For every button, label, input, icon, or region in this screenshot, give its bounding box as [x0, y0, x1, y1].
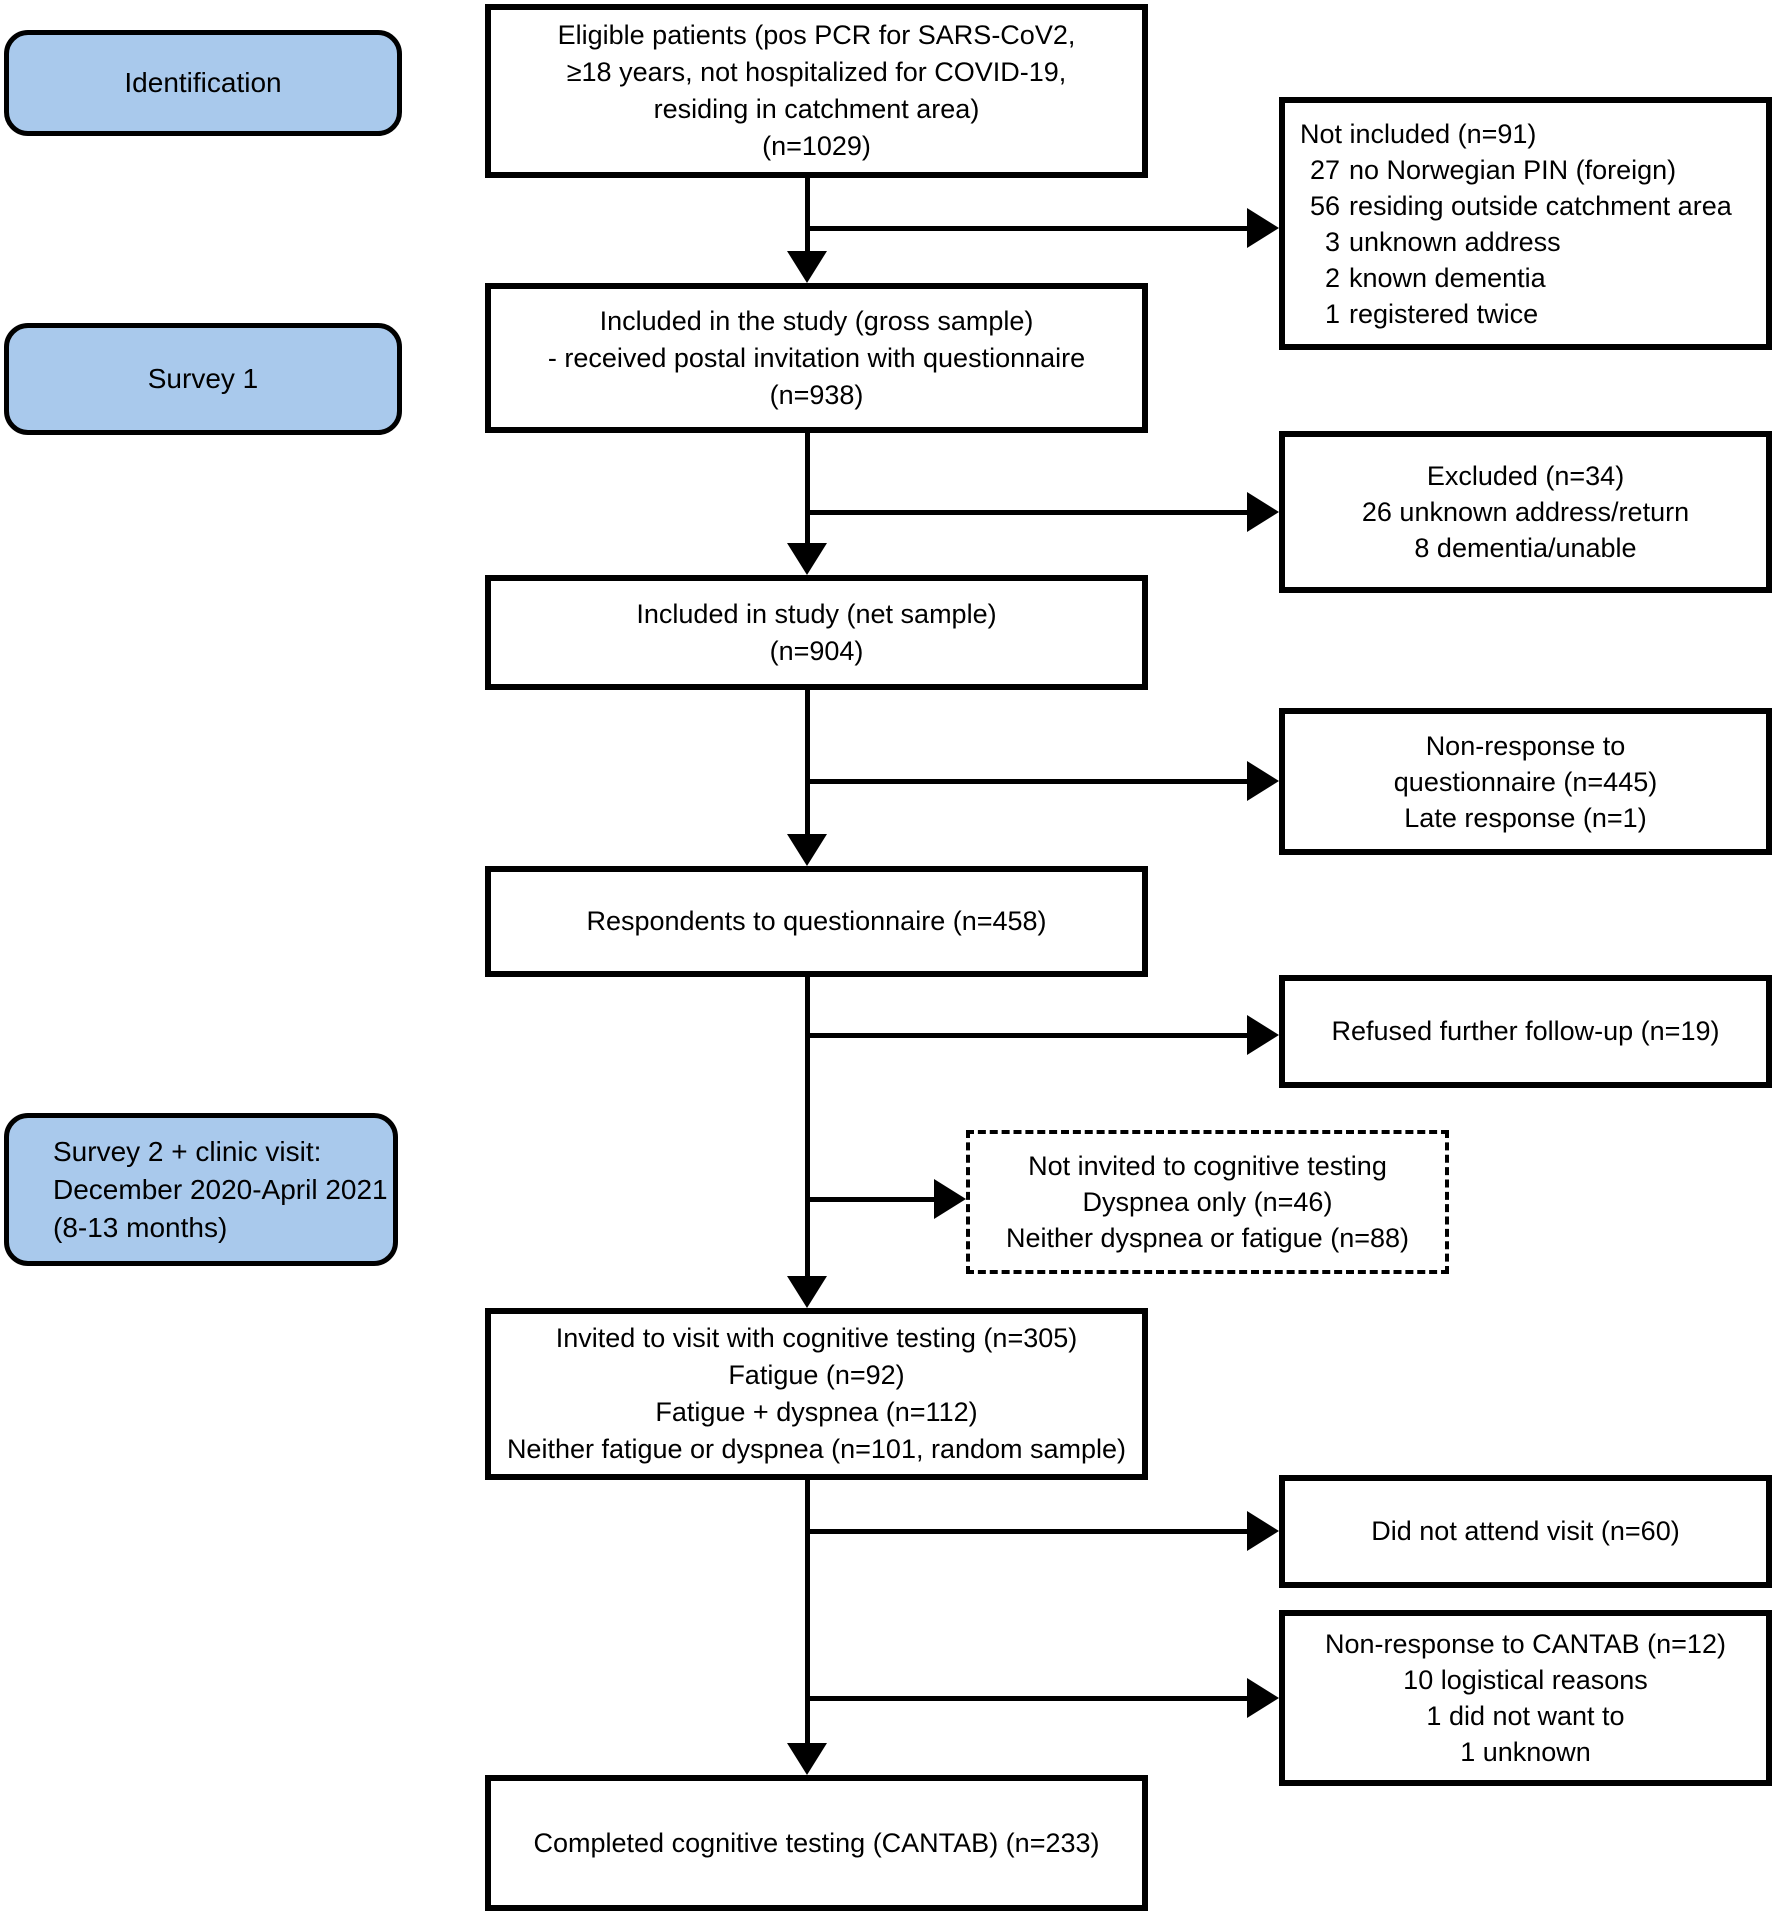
box-completed-cantab: Completed cognitive testing (CANTAB) (n=… — [485, 1775, 1148, 1911]
arrowhead-down-net — [787, 543, 827, 575]
text-line: (n=904) — [769, 635, 864, 666]
branch-not-invited — [805, 1197, 936, 1202]
text-line: Neither fatigue or dyspnea (n=101, rando… — [506, 1434, 1127, 1464]
text-line: Late response (n=1) — [1404, 802, 1647, 833]
box-not-included: Not included (n=91) 27 no Norwegian PIN … — [1279, 97, 1772, 350]
arrowhead-right-not-invited — [934, 1179, 966, 1219]
connector-eligible-to-gross — [805, 178, 810, 256]
list-item: 2 known dementia — [1300, 260, 1546, 296]
stage-survey2-line: Survey 2 + clinic visit: — [53, 1135, 322, 1167]
text-line: Refused further follow-up (n=19) — [1331, 1016, 1720, 1046]
box-respondents: Respondents to questionnaire (n=458) — [485, 866, 1148, 977]
box-invited-cognitive-testing: Invited to visit with cognitive testing … — [485, 1308, 1148, 1480]
arrowhead-down-respondents — [787, 834, 827, 866]
list-item: 1 registered twice — [1300, 296, 1538, 332]
box-eligible-patients: Eligible patients (pos PCR for SARS-CoV2… — [485, 4, 1148, 178]
stage-identification-label: Identification — [124, 67, 282, 98]
text-line: Did not attend visit (n=60) — [1371, 1516, 1680, 1546]
text-line: Not invited to cognitive testing — [1028, 1151, 1387, 1181]
text-line: Invited to visit with cognitive testing … — [555, 1323, 1078, 1353]
box-did-not-attend: Did not attend visit (n=60) — [1279, 1475, 1772, 1588]
branch-refused — [805, 1033, 1249, 1038]
text-line: residing in catchment area) — [653, 94, 980, 124]
list-item: 56 residing outside catchment area — [1300, 188, 1732, 224]
text-line: Non-response to — [1425, 730, 1626, 761]
item-count: 56 — [1309, 190, 1340, 221]
arrowhead-right-non-response-questionnaire — [1247, 761, 1279, 801]
box-non-response-questionnaire: Non-response to questionnaire (n=445) La… — [1279, 708, 1772, 855]
text-line: 10 logistical reasons — [1403, 1665, 1648, 1695]
item-count: 27 — [1309, 154, 1340, 185]
branch-excluded — [805, 510, 1249, 515]
text-line: Fatigue + dyspnea (n=112) — [655, 1397, 978, 1427]
box-excluded: Excluded (n=34) 26 unknown address/retur… — [1279, 431, 1772, 593]
arrowhead-right-not-included — [1247, 208, 1279, 248]
text-line: Included in study (net sample) — [636, 598, 997, 629]
text-line: Dyspnea only (n=46) — [1082, 1187, 1333, 1217]
item-text: registered twice — [1349, 298, 1539, 329]
branch-non-response-questionnaire — [805, 779, 1249, 784]
stage-identification: Identification — [4, 30, 402, 136]
text-line: (n=938) — [769, 379, 864, 410]
text-line: questionnaire (n=445) — [1393, 766, 1658, 797]
arrowhead-right-did-not-attend — [1247, 1511, 1279, 1551]
stage-survey1: Survey 1 — [4, 323, 402, 435]
item-count: 2 — [1324, 262, 1340, 293]
text-line: Not included (n=91) — [1300, 118, 1537, 149]
text-line: Included in the study (gross sample) — [599, 305, 1034, 336]
item-text: no Norwegian PIN (foreign) — [1349, 154, 1677, 185]
item-text: unknown address — [1349, 226, 1561, 257]
branch-not-included — [805, 226, 1249, 231]
arrowhead-down-completed — [787, 1743, 827, 1775]
stage-survey1-label: Survey 1 — [147, 363, 259, 394]
text-line: Respondents to questionnaire (n=458) — [586, 906, 1047, 936]
arrowhead-right-refused — [1247, 1015, 1279, 1055]
item-text: known dementia — [1349, 262, 1546, 293]
item-count: 1 — [1324, 298, 1340, 329]
list-item: 27 no Norwegian PIN (foreign) — [1300, 152, 1676, 188]
text-line: Eligible patients (pos PCR for SARS-CoV2… — [557, 20, 1076, 50]
arrowhead-down-gross — [787, 251, 827, 283]
item-text: residing outside catchment area — [1349, 190, 1732, 221]
box-included-gross-sample: Included in the study (gross sample) - r… — [485, 283, 1148, 433]
box-non-response-cantab: Non-response to CANTAB (n=12) 10 logisti… — [1279, 1610, 1772, 1786]
stage-survey2-line: (8-13 months) — [53, 1211, 228, 1243]
text-line: Fatigue (n=92) — [728, 1360, 905, 1390]
branch-did-not-attend — [805, 1529, 1249, 1534]
text-line: Non-response to CANTAB (n=12) — [1325, 1629, 1726, 1659]
text-line: Completed cognitive testing (CANTAB) (n=… — [533, 1827, 1100, 1858]
text-line: Excluded (n=34) — [1426, 461, 1625, 491]
connector-respondents-to-invited — [805, 977, 810, 1278]
text-line: Neither dyspnea or fatigue (n=88) — [1006, 1223, 1409, 1253]
text-line: (n=1029) — [762, 131, 871, 161]
text-line: 1 did not want to — [1426, 1701, 1625, 1731]
text-line: - received postal invitation with questi… — [547, 342, 1086, 373]
item-count: 3 — [1324, 226, 1340, 257]
text-line: 26 unknown address/return — [1361, 497, 1690, 527]
list-item: 3 unknown address — [1300, 224, 1561, 260]
arrowhead-down-invited — [787, 1276, 827, 1308]
arrowhead-right-non-response-cantab — [1247, 1678, 1279, 1718]
box-included-net-sample: Included in study (net sample) (n=904) — [485, 575, 1148, 690]
branch-non-response-cantab — [805, 1696, 1249, 1701]
connector-invited-to-completed — [805, 1480, 810, 1745]
box-not-invited-cognitive-testing: Not invited to cognitive testing Dyspnea… — [966, 1130, 1449, 1274]
arrowhead-right-excluded — [1247, 492, 1279, 532]
stage-survey2: Survey 2 + clinic visit: December 2020-A… — [4, 1113, 398, 1266]
connector-gross-to-net — [805, 433, 810, 545]
box-refused-follow-up: Refused further follow-up (n=19) — [1279, 975, 1772, 1088]
stage-survey2-line: December 2020-April 2021 — [53, 1173, 388, 1205]
connector-net-to-respondents — [805, 690, 810, 836]
text-line: 8 dementia/unable — [1414, 533, 1637, 563]
text-line: ≥18 years, not hospitalized for COVID-19… — [566, 57, 1067, 87]
text-line: 1 unknown — [1460, 1737, 1591, 1767]
